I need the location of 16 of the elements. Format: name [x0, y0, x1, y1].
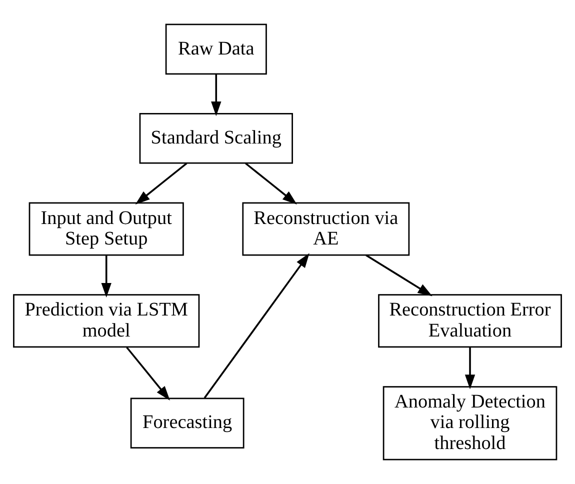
node-box: Standard Scaling [139, 113, 293, 164]
node-box: Input and Output Step Setup [28, 202, 184, 256]
arrow [204, 253, 310, 398]
arrow [366, 254, 432, 296]
arrow [126, 346, 170, 400]
node-box: Forecasting [130, 398, 244, 449]
node-box: Reconstruction Error Evaluation [378, 294, 562, 348]
arrow [101, 255, 112, 298]
arrow [464, 347, 476, 390]
node-box: Prediction via LSTM model [13, 294, 200, 348]
node-box: Raw Data [165, 24, 267, 75]
arrow [211, 74, 222, 116]
arrow [245, 162, 297, 204]
node-box: Reconstruction via AE [242, 202, 410, 256]
node-box: Anomaly Detection via rolling threshold [382, 386, 558, 460]
arrow [135, 162, 188, 204]
